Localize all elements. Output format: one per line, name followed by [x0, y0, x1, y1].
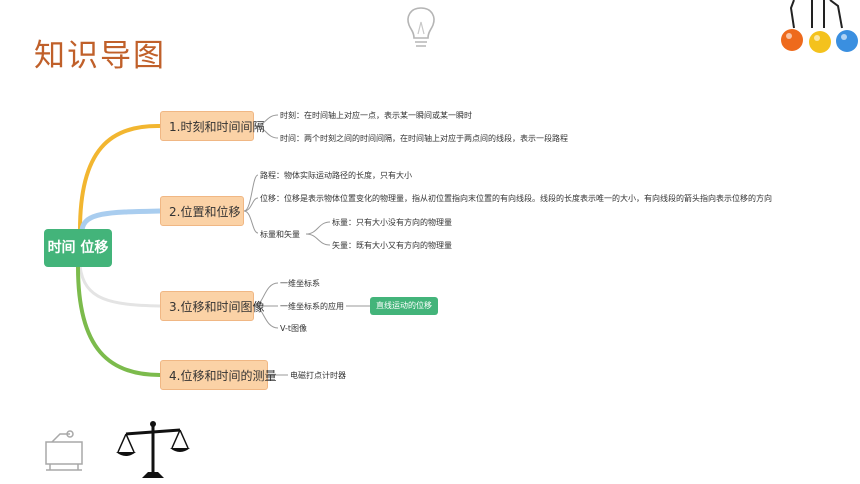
leaf-displacement[interactable]: 位移：位移是表示物体位置变化的物理量，指从初位置指向末位置的有向线段。线段的长度…: [260, 194, 772, 203]
leaf-path-length[interactable]: 路程：物体实际运动路径的长度，只有大小: [260, 171, 412, 180]
projector-icon: [45, 430, 83, 471]
branch-position-displacement[interactable]: 2.位置和位移: [160, 196, 244, 226]
branch-displacement-time-measurement[interactable]: 4.位移和时间的测量: [160, 360, 276, 390]
leaf-scalar[interactable]: 标量：只有大小没有方向的物理量: [332, 218, 452, 227]
link-root-branch4: [76, 266, 161, 377]
link-root-branch1: [78, 123, 161, 231]
branch-time-interval[interactable]: 1.时刻和时间间隔: [160, 111, 264, 141]
leaf-moment[interactable]: 时刻：在时间轴上对应一点，表示某一瞬间或某一瞬时: [280, 111, 472, 120]
leaf-vector[interactable]: 矢量：既有大小又有方向的物理量: [332, 241, 452, 250]
lightbulb-icon: [407, 7, 435, 47]
leaf-time-interval[interactable]: 时间：两个时刻之间的时间间隔，在时间轴上对应于两点间的线段，表示一段路程: [280, 134, 568, 143]
root-node[interactable]: 时间 位移: [44, 229, 112, 267]
scales-icon: [116, 421, 190, 478]
branch-displacement-time-graph[interactable]: 3.位移和时间图像: [160, 291, 264, 321]
leaf-scalar-vector[interactable]: 标量和矢量: [260, 230, 300, 239]
leaf-1d-coordinate[interactable]: 一维坐标系: [280, 279, 320, 288]
newtons-cradle-icon: [781, 0, 858, 53]
page-title: 知识导图: [34, 38, 166, 74]
leaf-vt-graph[interactable]: V-t图像: [280, 324, 308, 333]
tag-linear-motion-displacement[interactable]: 直线运动的位移: [370, 297, 438, 315]
link-root-branch3: [78, 265, 161, 308]
link-root-branch2: [79, 208, 161, 231]
leaf-electromagnetic-timer[interactable]: 电磁打点计时器: [290, 371, 346, 380]
leaf-1d-coordinate-application[interactable]: 一维坐标系的应用: [280, 302, 344, 311]
